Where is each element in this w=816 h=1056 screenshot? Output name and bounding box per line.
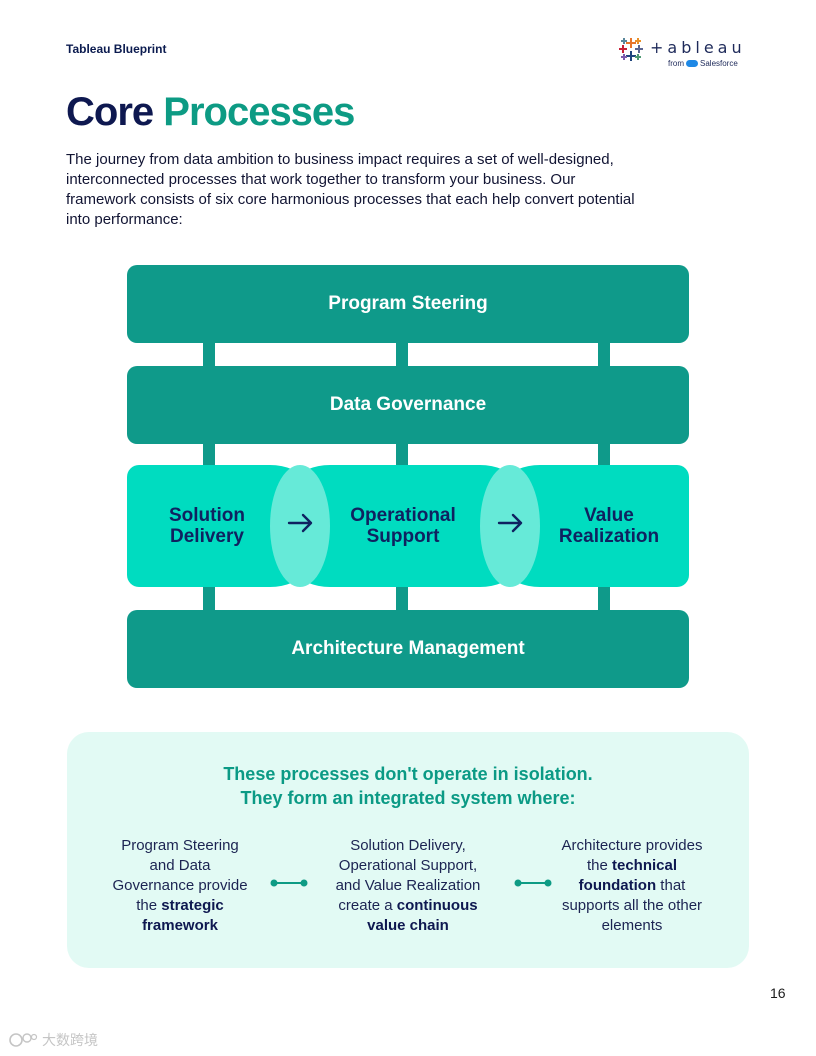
watermark-text: 大数跨境 bbox=[42, 1032, 98, 1048]
col2-value-chain-bold: value chain bbox=[367, 917, 449, 934]
overlap-left bbox=[270, 465, 330, 587]
panel-column-value-chain: Solution Delivery, Operational Support, … bbox=[323, 836, 493, 936]
panel-title-line-1: These processes don't operate in isolati… bbox=[223, 764, 593, 784]
solution-delivery-label: Solution Delivery bbox=[132, 505, 282, 547]
col2-line-4: create a continuous bbox=[323, 896, 493, 916]
col1-strategic-bold: strategic bbox=[161, 897, 224, 914]
panel-column-foundation: Architecture provides the technical foun… bbox=[547, 836, 717, 936]
col1-line-3: Governance provide bbox=[112, 877, 248, 894]
tableau-mark-icon bbox=[619, 38, 643, 61]
col3-line-3-text: that bbox=[656, 877, 686, 894]
data-governance-label: Data Governance bbox=[329, 394, 487, 415]
col1-line-4: the strategic bbox=[100, 896, 260, 916]
arrow-right-icon bbox=[287, 513, 313, 533]
col2-continuous-bold: continuous bbox=[396, 897, 478, 914]
watermark-logo-icon bbox=[9, 1033, 38, 1047]
col1-line-4-text: the bbox=[136, 897, 162, 914]
col1-line-1: Program Steering bbox=[121, 837, 239, 854]
logo-from: from bbox=[668, 59, 684, 68]
operational-support-label: Operational Support bbox=[328, 505, 478, 547]
page-title: Core Processes bbox=[66, 90, 355, 135]
col1-framework-bold: framework bbox=[142, 917, 218, 934]
arrow-right-icon bbox=[497, 513, 523, 533]
panel-column-strategic: Program Steering and Data Governance pro… bbox=[100, 836, 260, 936]
program-steering-bar: Program Steering bbox=[127, 265, 689, 343]
logo-subtitle: from Salesforce bbox=[668, 59, 738, 68]
col3-line-2-text: the bbox=[586, 857, 612, 874]
overlap-right bbox=[480, 465, 540, 587]
col1-line-5: framework bbox=[100, 916, 260, 936]
col2-line-3: and Value Realization bbox=[335, 877, 481, 894]
solution-delivery-line-2: Delivery bbox=[170, 526, 244, 547]
col3-line-4: supports all the other bbox=[561, 897, 703, 914]
panel-title: These processes don't operate in isolati… bbox=[67, 762, 749, 810]
col2-line-5: value chain bbox=[323, 916, 493, 936]
header-brand: Tableau Blueprint bbox=[66, 42, 167, 56]
col3-foundation-bold: foundation bbox=[578, 877, 657, 894]
col2-line-4-text: create a bbox=[338, 897, 397, 914]
operational-support-line-2: Support bbox=[366, 526, 440, 547]
value-realization-line-2: Realization bbox=[558, 526, 660, 547]
architecture-management-bar: Architecture Management bbox=[127, 610, 689, 688]
value-realization-label: Value Realization bbox=[534, 505, 684, 547]
col3-line-5: elements bbox=[601, 917, 663, 934]
logo-wordmark: +ableau bbox=[650, 38, 746, 57]
tableau-logo[interactable]: +ableau from Salesforce bbox=[618, 36, 748, 72]
col3-line-2: the technical bbox=[547, 856, 717, 876]
col1-line-2: and Data bbox=[149, 857, 211, 874]
core-processes-diagram: Program Steering Data Governance Solutio… bbox=[127, 265, 689, 688]
data-governance-bar: Data Governance bbox=[127, 366, 689, 444]
col3-line-3: foundation that bbox=[547, 876, 717, 896]
title-part-1: Core bbox=[66, 90, 154, 134]
integration-panel: These processes don't operate in isolati… bbox=[67, 732, 749, 968]
col3-line-1: Architecture provides bbox=[561, 837, 703, 854]
col3-technical-bold: technical bbox=[612, 857, 678, 874]
watermark: 大数跨境 bbox=[8, 1030, 98, 1050]
architecture-management-label: Architecture Management bbox=[291, 638, 525, 659]
logo-company: Salesforce bbox=[700, 59, 738, 68]
operational-support-line-1: Operational bbox=[350, 505, 456, 526]
col2-line-1: Solution Delivery, bbox=[350, 837, 466, 854]
intro-paragraph: The journey from data ambition to busine… bbox=[66, 151, 635, 228]
title-part-2: Processes bbox=[163, 90, 355, 134]
program-steering-label: Program Steering bbox=[328, 293, 488, 314]
solution-delivery-line-1: Solution bbox=[169, 505, 245, 526]
salesforce-cloud-icon bbox=[686, 60, 698, 67]
connector-dots-icon bbox=[514, 879, 552, 887]
connector-dots-icon bbox=[270, 879, 308, 887]
col2-line-2: Operational Support, bbox=[338, 857, 478, 874]
page-number: 16 bbox=[770, 985, 786, 1001]
value-realization-line-1: Value bbox=[584, 505, 634, 526]
panel-title-line-2: They form an integrated system where: bbox=[240, 788, 576, 808]
